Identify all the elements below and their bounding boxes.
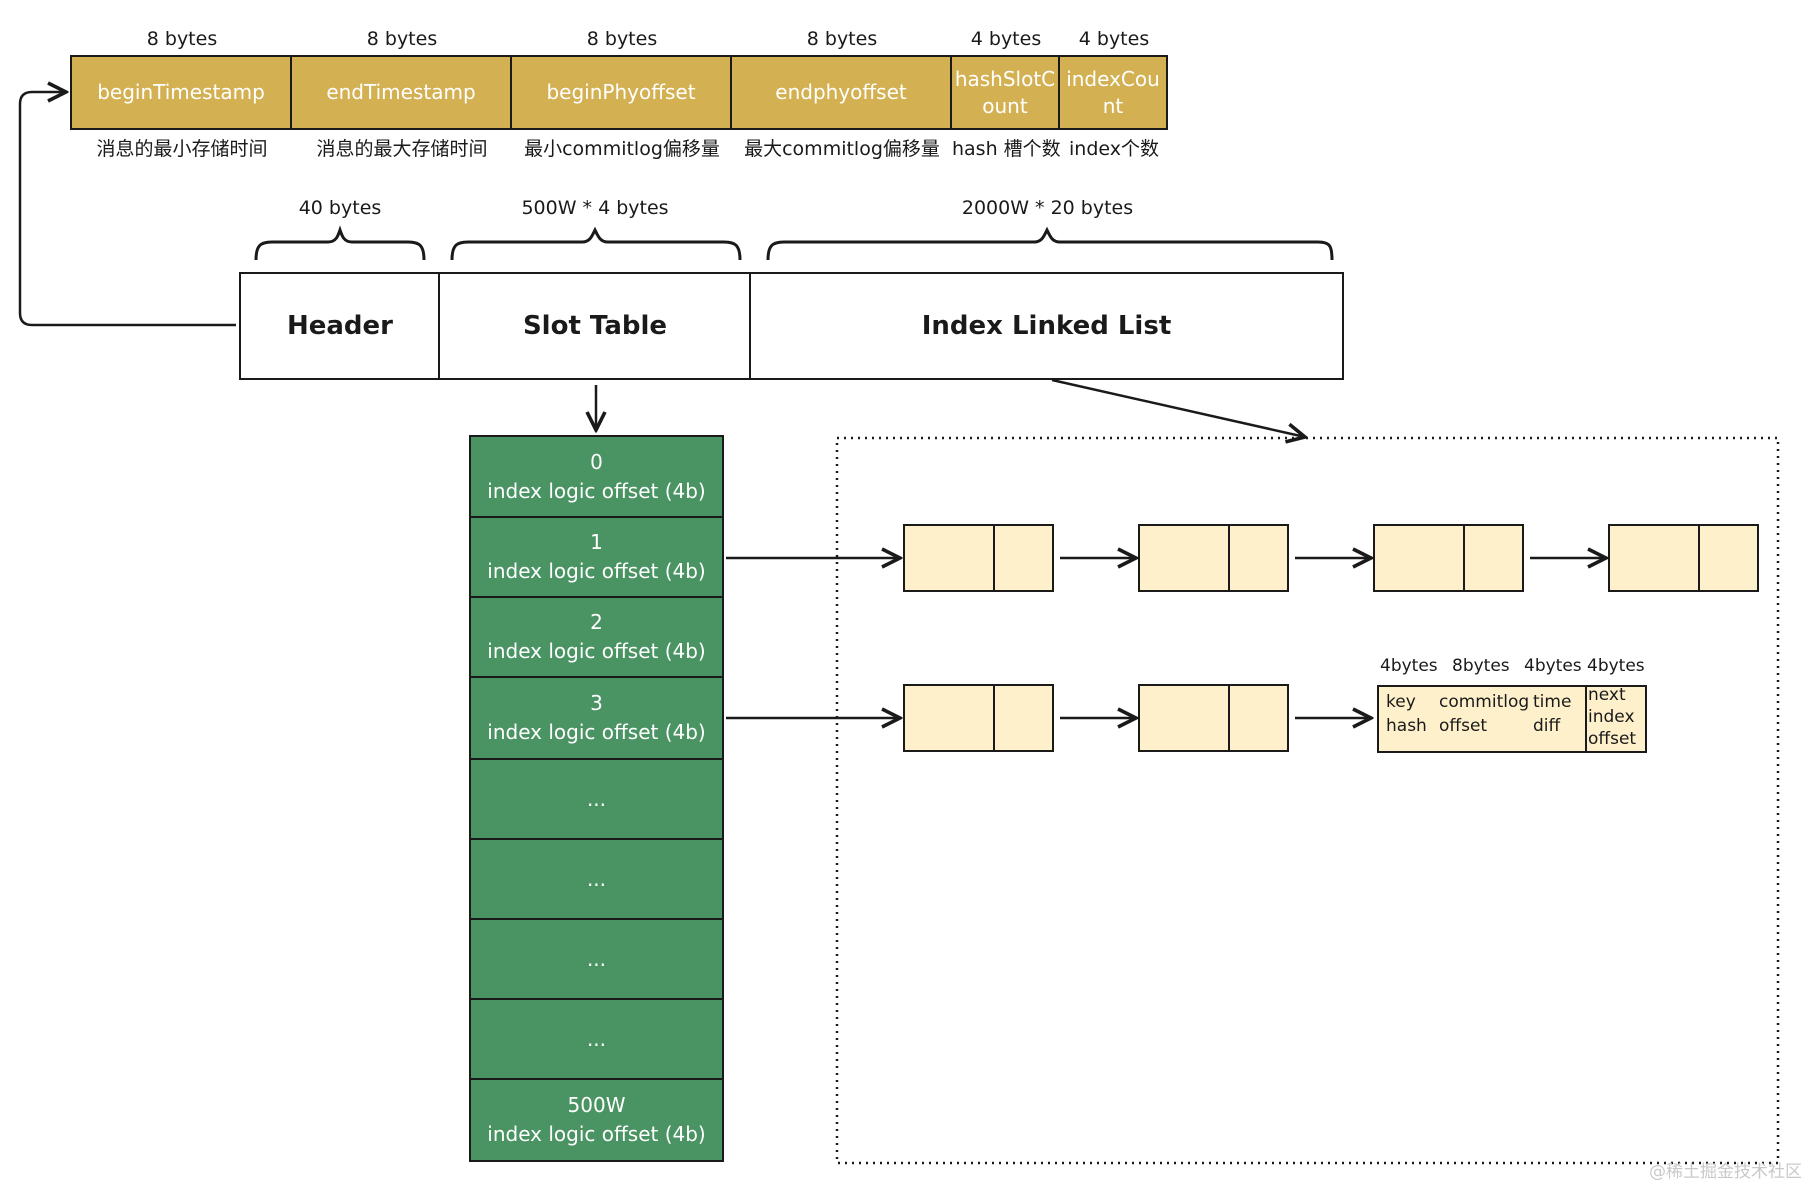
entry-field-next-index-offset: next index offset bbox=[1588, 685, 1637, 750]
field-description: hash 槽个数 bbox=[952, 138, 1061, 160]
slot-index: 0 bbox=[590, 449, 603, 474]
entry-size-label: 4bytes bbox=[1524, 656, 1582, 676]
index-entry-node bbox=[1138, 684, 1289, 752]
entry-field-key-hash: key hash bbox=[1386, 692, 1427, 736]
slot-row: 500W index logic offset (4b) bbox=[469, 1078, 724, 1162]
entry-size-label: 8bytes bbox=[1452, 656, 1510, 676]
field-end-phyoffset: endphyoffset bbox=[730, 55, 952, 130]
field-name: beginTimestamp bbox=[97, 80, 265, 104]
slot-text: index logic offset (4b) bbox=[487, 1122, 706, 1146]
entry-field-time-diff: time diff bbox=[1533, 692, 1572, 736]
slot-index: 2 bbox=[590, 610, 603, 634]
field-name: indexCou nt bbox=[1066, 66, 1160, 118]
entry-size-label: 4bytes bbox=[1380, 656, 1438, 676]
brace-header bbox=[254, 225, 426, 261]
field-name: hashSlotC ount bbox=[954, 66, 1056, 118]
field-description: 消息的最小存储时间 bbox=[96, 138, 268, 160]
entry-size-label: 4bytes bbox=[1587, 656, 1645, 676]
slot-index: ... bbox=[586, 1026, 607, 1051]
slot-row: ... bbox=[469, 838, 724, 920]
slot-row: ... bbox=[469, 998, 724, 1080]
field-begin-phyoffset: beginPhyoffset bbox=[510, 55, 732, 130]
slot-index: ... bbox=[586, 866, 607, 891]
field-description: 消息的最大存储时间 bbox=[316, 138, 488, 160]
index-list-arrow bbox=[1051, 378, 1305, 437]
brace-slot-table bbox=[450, 226, 742, 261]
field-description: index个数 bbox=[1069, 138, 1159, 160]
slot-row: ... bbox=[469, 918, 724, 1000]
slot-index: ... bbox=[586, 786, 607, 811]
field-end-timestamp: endTimestamp bbox=[290, 55, 512, 130]
index-entry-node bbox=[1138, 524, 1289, 592]
section-name: Slot Table bbox=[522, 311, 668, 341]
section-header: Header bbox=[239, 272, 441, 380]
section-size-label: 2000W * 20 bytes bbox=[961, 197, 1134, 219]
field-size-label: 4 bytes bbox=[970, 28, 1042, 50]
field-name: beginPhyoffset bbox=[546, 80, 696, 104]
slot-text: index logic offset (4b) bbox=[487, 639, 706, 663]
entry-field-commitlog-offset: commitlog offset bbox=[1439, 692, 1530, 736]
field-name: endTimestamp bbox=[326, 80, 476, 104]
section-name: Index Linked List bbox=[921, 311, 1172, 341]
slot-text: index logic offset (4b) bbox=[487, 559, 706, 583]
slot-row: ... bbox=[469, 758, 724, 840]
brace-index-list bbox=[766, 226, 1334, 261]
index-entry-node bbox=[1608, 524, 1759, 592]
section-size-label: 500W * 4 bytes bbox=[521, 197, 669, 219]
slot-index: 1 bbox=[590, 530, 603, 554]
section-size-label: 40 bytes bbox=[298, 197, 382, 219]
field-size-label: 8 bytes bbox=[586, 28, 658, 50]
index-entry-node bbox=[1373, 524, 1524, 592]
linked-list-region bbox=[835, 436, 1780, 1165]
field-size-label: 8 bytes bbox=[366, 28, 438, 50]
slot-row: 2 index logic offset (4b) bbox=[469, 596, 724, 678]
field-size-label: 8 bytes bbox=[146, 28, 218, 50]
watermark: @稀土掘金技术社区 bbox=[1649, 1162, 1802, 1182]
index-entry-node bbox=[903, 684, 1054, 752]
field-size-label: 8 bytes bbox=[806, 28, 878, 50]
field-index-count: indexCou nt bbox=[1058, 55, 1168, 130]
field-description: 最小commitlog偏移量 bbox=[524, 138, 720, 160]
field-hash-slot-count: hashSlotC ount bbox=[950, 55, 1060, 130]
slot-row: 0 index logic offset (4b) bbox=[469, 435, 724, 518]
slot-index: ... bbox=[586, 946, 607, 971]
index-entry-detail: key hash commitlog offset time diff next… bbox=[1377, 685, 1647, 753]
section-index-linked-list: Index Linked List bbox=[749, 272, 1344, 380]
section-name: Header bbox=[286, 311, 393, 341]
index-entry-node bbox=[903, 524, 1054, 592]
slot-index: 3 bbox=[590, 691, 603, 715]
field-size-label: 4 bytes bbox=[1078, 28, 1150, 50]
field-name: endphyoffset bbox=[775, 80, 907, 104]
slot-index: 500W bbox=[567, 1093, 626, 1117]
field-description: 最大commitlog偏移量 bbox=[744, 138, 940, 160]
slot-text: index logic offset (4b) bbox=[487, 720, 706, 744]
slot-row: 3 index logic offset (4b) bbox=[469, 676, 724, 760]
slot-text: index logic offset (4b) bbox=[487, 478, 706, 503]
section-slot-table: Slot Table bbox=[438, 272, 752, 380]
header-expand-arrow bbox=[18, 92, 236, 327]
entry-divider bbox=[1585, 687, 1587, 751]
